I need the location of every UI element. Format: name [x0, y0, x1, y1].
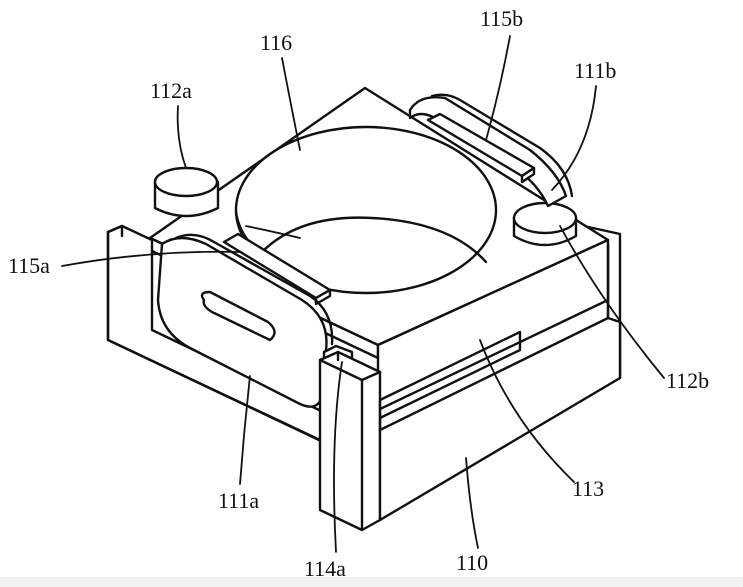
leader-112a — [176, 105, 187, 169]
leader-113 — [479, 339, 575, 483]
leader-114a — [333, 361, 343, 553]
page-bottom-band — [0, 577, 743, 587]
base-front-wall-110 — [378, 316, 622, 522]
label-116: 116 — [260, 30, 293, 55]
label-111b: 111b — [574, 58, 617, 83]
bore-116 — [234, 125, 498, 295]
label-112a: 112a — [150, 78, 192, 103]
label-115a: 115a — [8, 253, 50, 278]
label-113: 113 — [572, 476, 605, 501]
label-115b: 115b — [480, 6, 524, 31]
leader-115a — [61, 250, 241, 267]
base-corner-post — [318, 350, 382, 532]
leader-110 — [465, 457, 479, 549]
label-112b: 112b — [666, 368, 710, 393]
leader-112b — [559, 225, 665, 379]
coil-111a — [156, 233, 334, 408]
label-114a: 114a — [304, 556, 346, 581]
leader-115b — [485, 35, 511, 141]
label-110: 110 — [456, 550, 489, 575]
label-111a: 111a — [218, 488, 260, 513]
coil-111a-slot — [200, 290, 276, 342]
magnet-post-112a — [153, 166, 220, 218]
leader-111b — [551, 85, 597, 191]
leader-116 — [281, 57, 301, 151]
leader-111a — [239, 375, 251, 485]
